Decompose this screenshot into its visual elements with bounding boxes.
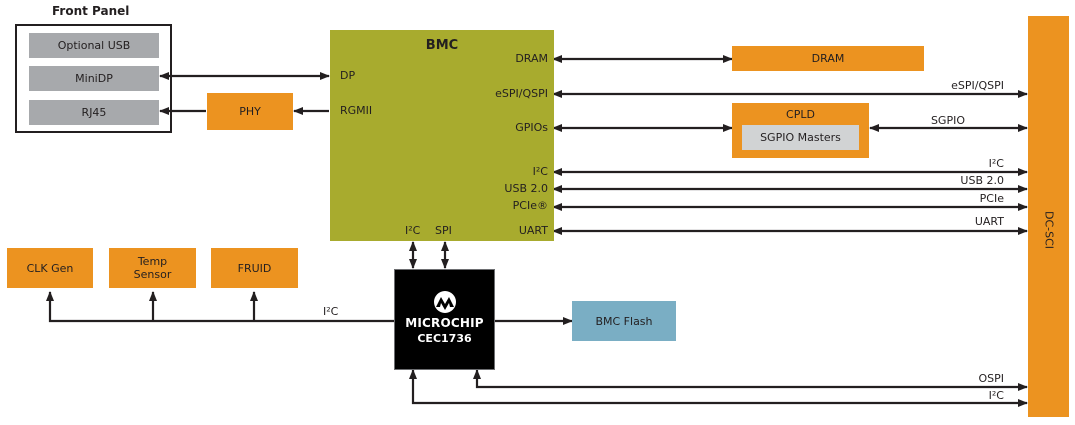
bmc-pin-bottom-i2c: I²C bbox=[405, 224, 421, 237]
label-sgpio: SGPIO bbox=[930, 114, 965, 127]
clkgen-block: CLK Gen bbox=[7, 248, 93, 288]
port-rj45: RJ45 bbox=[29, 100, 159, 125]
bmc-block: BMC DP RGMII DRAM eSPI/QSPI GPIOs I²C US… bbox=[330, 30, 554, 241]
label-i2c-left: I²C bbox=[323, 305, 339, 318]
bmc-pin-spi: SPI bbox=[435, 224, 452, 237]
bmc-pin-gpios: GPIOs bbox=[515, 121, 548, 134]
fruid-block: FRUID bbox=[211, 248, 298, 288]
sgpio-masters: SGPIO Masters bbox=[742, 125, 859, 150]
front-panel-title: Front Panel bbox=[52, 4, 130, 18]
microchip-logo-icon bbox=[434, 291, 456, 313]
temp-sensor-line2: Sensor bbox=[133, 268, 172, 281]
dc-sci-label: DC-SCI bbox=[1042, 210, 1055, 250]
label-i2c-bottom: I²C bbox=[988, 389, 1004, 402]
label-pcie: PCIe bbox=[979, 192, 1004, 205]
microchip-brand: MICROCHIP bbox=[405, 316, 484, 330]
cec1736-chip: MICROCHIP CEC1736 bbox=[394, 269, 495, 370]
wire-i2c-bottom bbox=[409, 369, 1028, 407]
bmc-title: BMC bbox=[425, 38, 459, 53]
bmc-pin-espi: eSPI/QSPI bbox=[495, 87, 548, 100]
wire-i2c-bus bbox=[46, 291, 394, 323]
bmc-pin-dp: DP bbox=[340, 69, 356, 82]
bmc-pin-dram: DRAM bbox=[515, 52, 548, 65]
bmc-flash-block: BMC Flash bbox=[572, 301, 676, 341]
bmc-pin-uart: UART bbox=[518, 224, 548, 237]
cpld-block: CPLD SGPIO Masters bbox=[732, 103, 869, 158]
bmc-pin-rgmii: RGMII bbox=[340, 104, 373, 117]
bmc-pin-usb: USB 2.0 bbox=[504, 182, 548, 195]
label-usb: USB 2.0 bbox=[960, 174, 1004, 187]
port-optional-usb: Optional USB bbox=[29, 33, 159, 58]
label-uart: UART bbox=[974, 215, 1004, 228]
label-ospi: OSPI bbox=[978, 372, 1004, 385]
temp-sensor-line1: Temp bbox=[137, 255, 168, 268]
dc-sci-block: DC-SCI bbox=[1028, 16, 1069, 417]
cec1736-part: CEC1736 bbox=[417, 332, 472, 345]
bmc-pin-i2c: I²C bbox=[532, 165, 548, 178]
temp-sensor-block: Temp Sensor bbox=[109, 248, 196, 288]
label-i2c: I²C bbox=[988, 157, 1004, 170]
cpld-title: CPLD bbox=[786, 108, 815, 121]
port-minidp: MiniDP bbox=[29, 66, 159, 91]
front-panel: Optional USB MiniDP RJ45 bbox=[15, 24, 172, 133]
bmc-pin-pcie: PCIe® bbox=[512, 199, 548, 212]
label-espi: eSPI/QSPI bbox=[951, 79, 1004, 92]
phy-block: PHY bbox=[207, 93, 293, 130]
dram-block: DRAM bbox=[732, 46, 924, 71]
wire-ospi bbox=[473, 369, 1028, 391]
